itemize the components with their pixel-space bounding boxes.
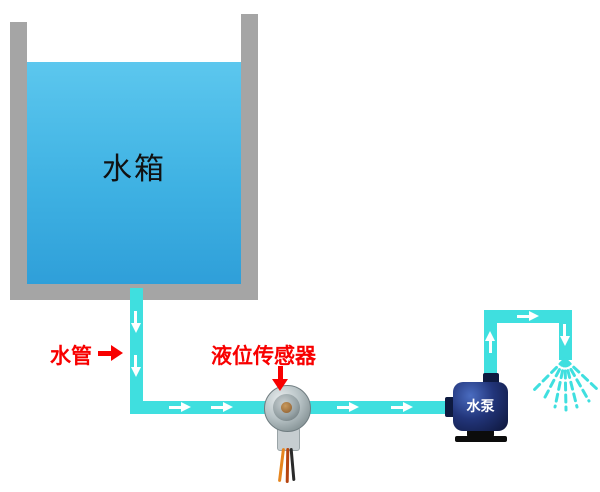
flow-arrow-right-icon bbox=[168, 402, 192, 412]
pipe-tank-outlet-vertical bbox=[130, 288, 143, 414]
flow-arrow-right-icon bbox=[210, 402, 234, 412]
sensor-core bbox=[281, 402, 292, 413]
sensor-callout-arrow-icon bbox=[272, 366, 288, 392]
flow-arrow-down-icon bbox=[131, 354, 141, 378]
flow-arrow-down-icon bbox=[131, 310, 141, 334]
tank-wall-right bbox=[241, 14, 258, 300]
sensor-wire-black bbox=[289, 447, 296, 482]
sensor-wire-orange bbox=[277, 447, 286, 483]
flow-arrow-up-icon bbox=[485, 330, 495, 354]
flow-arrow-down-icon bbox=[560, 323, 570, 347]
sensor-wire-red bbox=[285, 447, 290, 484]
pipe-callout-label: 水管 bbox=[50, 345, 92, 368]
sensor-callout-label: 液位传感器 bbox=[211, 345, 316, 368]
pump-base-stem bbox=[467, 429, 494, 437]
flow-arrow-right-icon bbox=[336, 402, 360, 412]
pipe-callout-arrow-icon bbox=[98, 345, 124, 361]
pump-base-plate bbox=[455, 436, 507, 442]
tank-label: 水箱 bbox=[102, 153, 166, 186]
water-spray bbox=[531, 357, 600, 412]
tank-water bbox=[27, 62, 241, 284]
flow-arrow-right-icon bbox=[516, 311, 540, 321]
pump-label: 水泵 bbox=[466, 398, 495, 414]
tank-wall-left bbox=[10, 22, 27, 300]
water-pump bbox=[453, 382, 508, 431]
flow-arrow-right-icon bbox=[390, 402, 414, 412]
